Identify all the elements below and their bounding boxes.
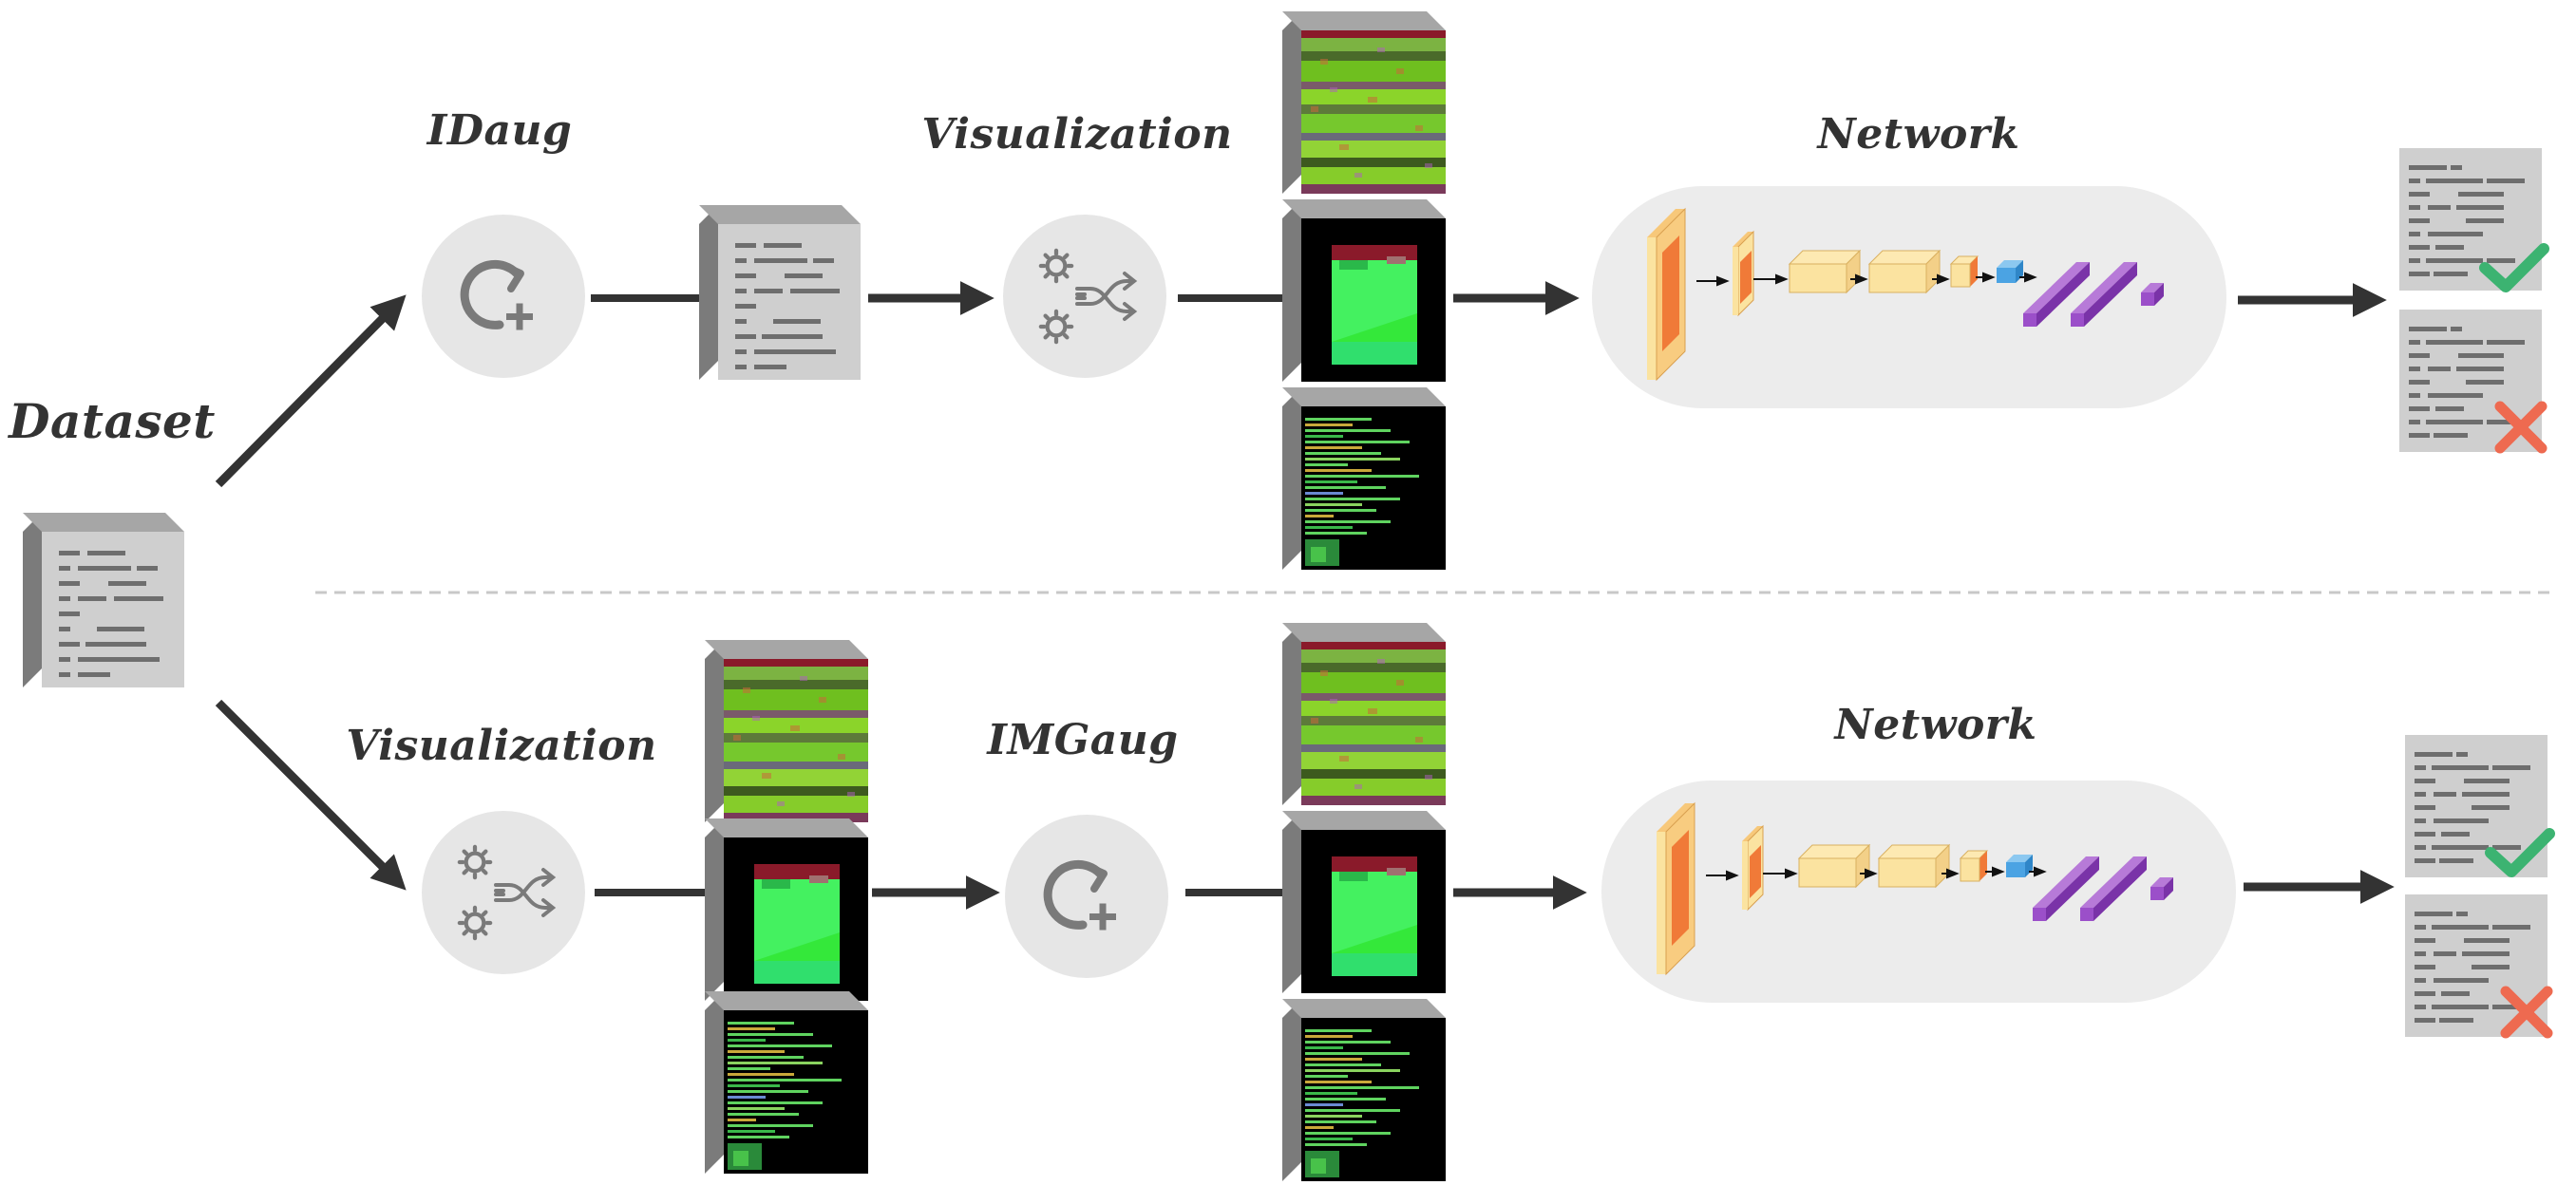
- image-tile: [1282, 811, 1446, 993]
- augmented-document: [699, 205, 861, 380]
- image-tile: [1282, 199, 1446, 382]
- image-tile: [1282, 999, 1446, 1181]
- imgaug-node: [1005, 815, 1168, 978]
- network-label-bottom: Network: [1834, 701, 2037, 749]
- imgaug-label: IMGaug: [987, 716, 1179, 764]
- output-correct-bottom: [2405, 735, 2549, 877]
- image-stack-top: [1282, 11, 1446, 570]
- image-stack-bottom-right: [1282, 623, 1446, 1181]
- image-tile: [1282, 387, 1446, 570]
- idaug-node: [422, 215, 585, 378]
- image-tile: [1282, 623, 1446, 805]
- image-tile: [705, 818, 868, 1001]
- output-wrong-bottom: [2405, 894, 2548, 1037]
- visualization-label-bottom: Visualization: [346, 722, 657, 770]
- visualization-label-top: Visualization: [921, 110, 1233, 159]
- arrow-dataset-to-idaug: [215, 294, 407, 488]
- dataset-label: Dataset: [9, 393, 216, 449]
- network-bottom: [1601, 781, 2236, 1003]
- network-label-top: Network: [1817, 110, 2020, 159]
- output-wrong-top: [2399, 310, 2542, 452]
- image-tile: [705, 991, 868, 1174]
- image-stack-bottom-left: [705, 640, 868, 1174]
- output-correct-top: [2399, 148, 2544, 291]
- idaug-label: IDaug: [426, 106, 573, 155]
- image-tile: [1282, 11, 1446, 194]
- image-tile: [705, 640, 868, 822]
- visualization-node-bottom: [422, 811, 585, 974]
- dataset-document: [23, 513, 184, 687]
- visualization-node-top: [1003, 215, 1166, 378]
- arrow-dataset-to-visualization: [215, 699, 407, 891]
- network-top: [1592, 186, 2226, 408]
